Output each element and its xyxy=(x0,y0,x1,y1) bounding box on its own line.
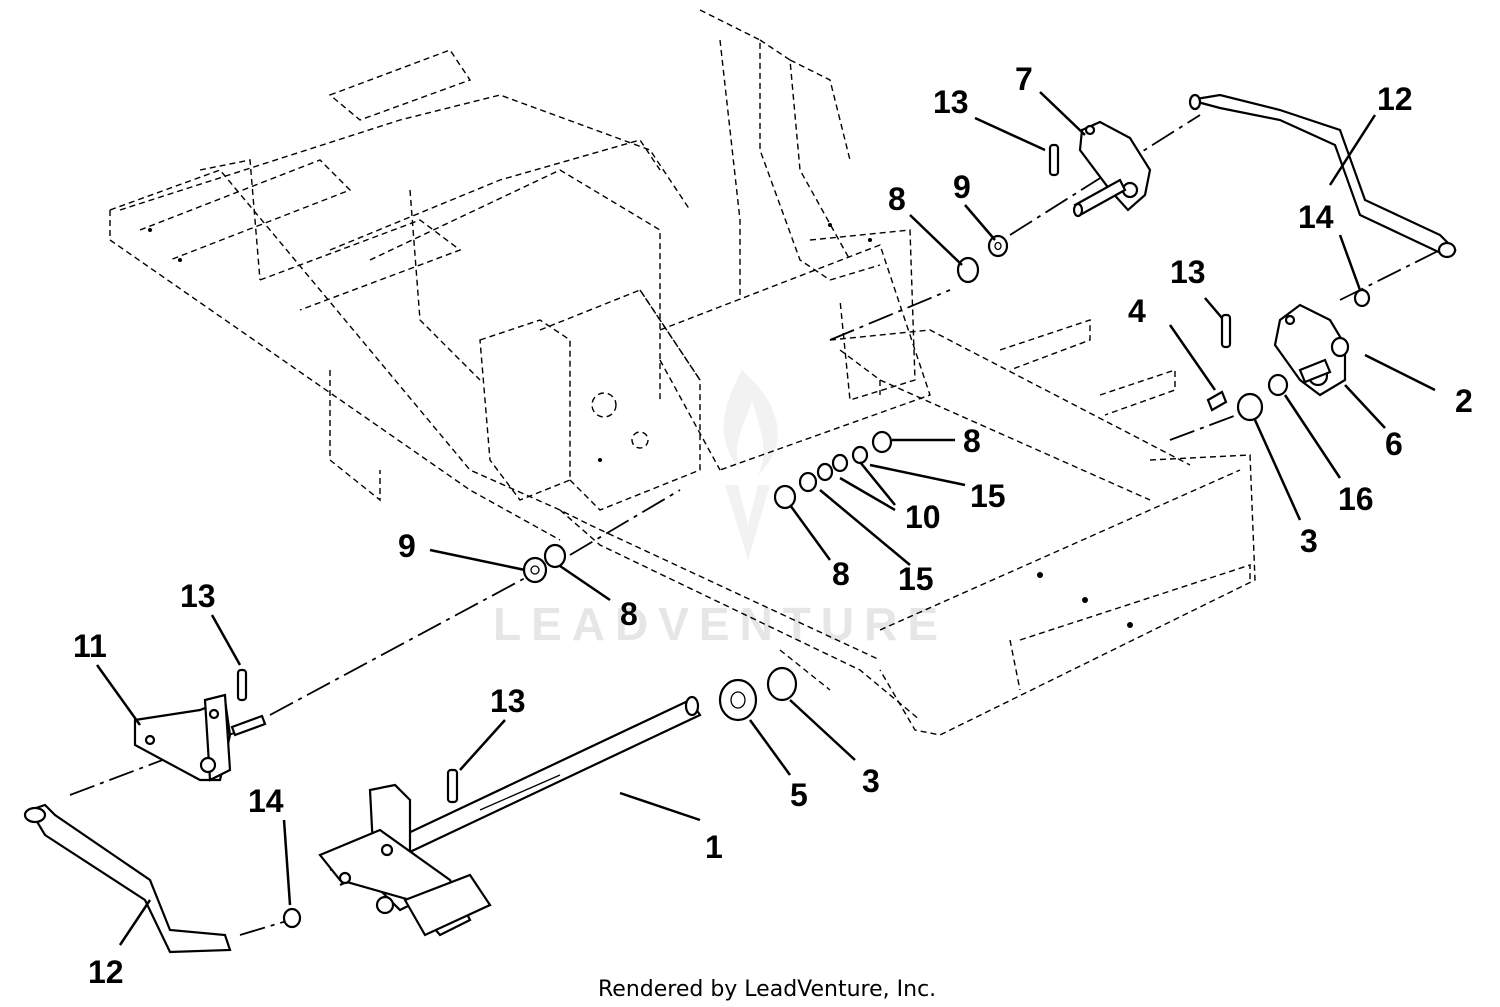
part-right-lower-bracket xyxy=(1273,303,1347,397)
leader-lines xyxy=(95,91,1436,946)
callout-8: 8 xyxy=(832,556,850,592)
callout-14: 14 xyxy=(248,783,284,819)
part-roll-pins xyxy=(236,143,1232,804)
watermark-logo xyxy=(723,370,778,560)
callout-labels: 1 2 3 3 4 5 6 7 8 8 8 8 9 9 10 11 12 12 … xyxy=(73,61,1473,990)
callout-13: 13 xyxy=(180,578,216,614)
callout-9: 9 xyxy=(953,169,971,205)
callout-15: 15 xyxy=(898,561,934,597)
callout-16: 16 xyxy=(1338,481,1374,517)
footer-credit: Rendered by LeadVenture, Inc. xyxy=(598,977,936,1002)
callout-12: 12 xyxy=(1377,81,1413,117)
callout-8: 8 xyxy=(620,596,638,632)
callout-6: 6 xyxy=(1385,426,1403,462)
callout-13: 13 xyxy=(1170,254,1206,290)
callout-1: 1 xyxy=(705,829,723,865)
callout-3: 3 xyxy=(1300,523,1318,559)
callout-7: 7 xyxy=(1015,61,1033,97)
part-stabilizer-rod-left xyxy=(23,803,232,954)
part-right-upper-bracket xyxy=(1072,120,1152,218)
callout-13: 13 xyxy=(933,84,969,120)
callout-13: 13 xyxy=(490,683,526,719)
callout-12: 12 xyxy=(88,954,124,990)
part-stabilizer-rod-right xyxy=(1188,93,1457,259)
callout-5: 5 xyxy=(790,777,808,813)
callout-2: 2 xyxy=(1455,383,1473,419)
callout-3: 3 xyxy=(862,763,880,799)
callout-8: 8 xyxy=(888,181,906,217)
mower-frame xyxy=(109,9,1256,736)
callout-14: 14 xyxy=(1298,199,1334,235)
callout-9: 9 xyxy=(398,528,416,564)
callout-10: 10 xyxy=(905,499,941,535)
watermark-text: LEADVENTURE xyxy=(493,598,948,650)
callout-15: 15 xyxy=(970,478,1006,514)
callout-4: 4 xyxy=(1128,293,1146,329)
callout-11: 11 xyxy=(73,628,107,664)
part-bushings-washers xyxy=(282,234,1371,929)
part-cross-shaft xyxy=(318,695,702,937)
callout-8: 8 xyxy=(963,423,981,459)
part-left-bracket xyxy=(133,693,267,782)
